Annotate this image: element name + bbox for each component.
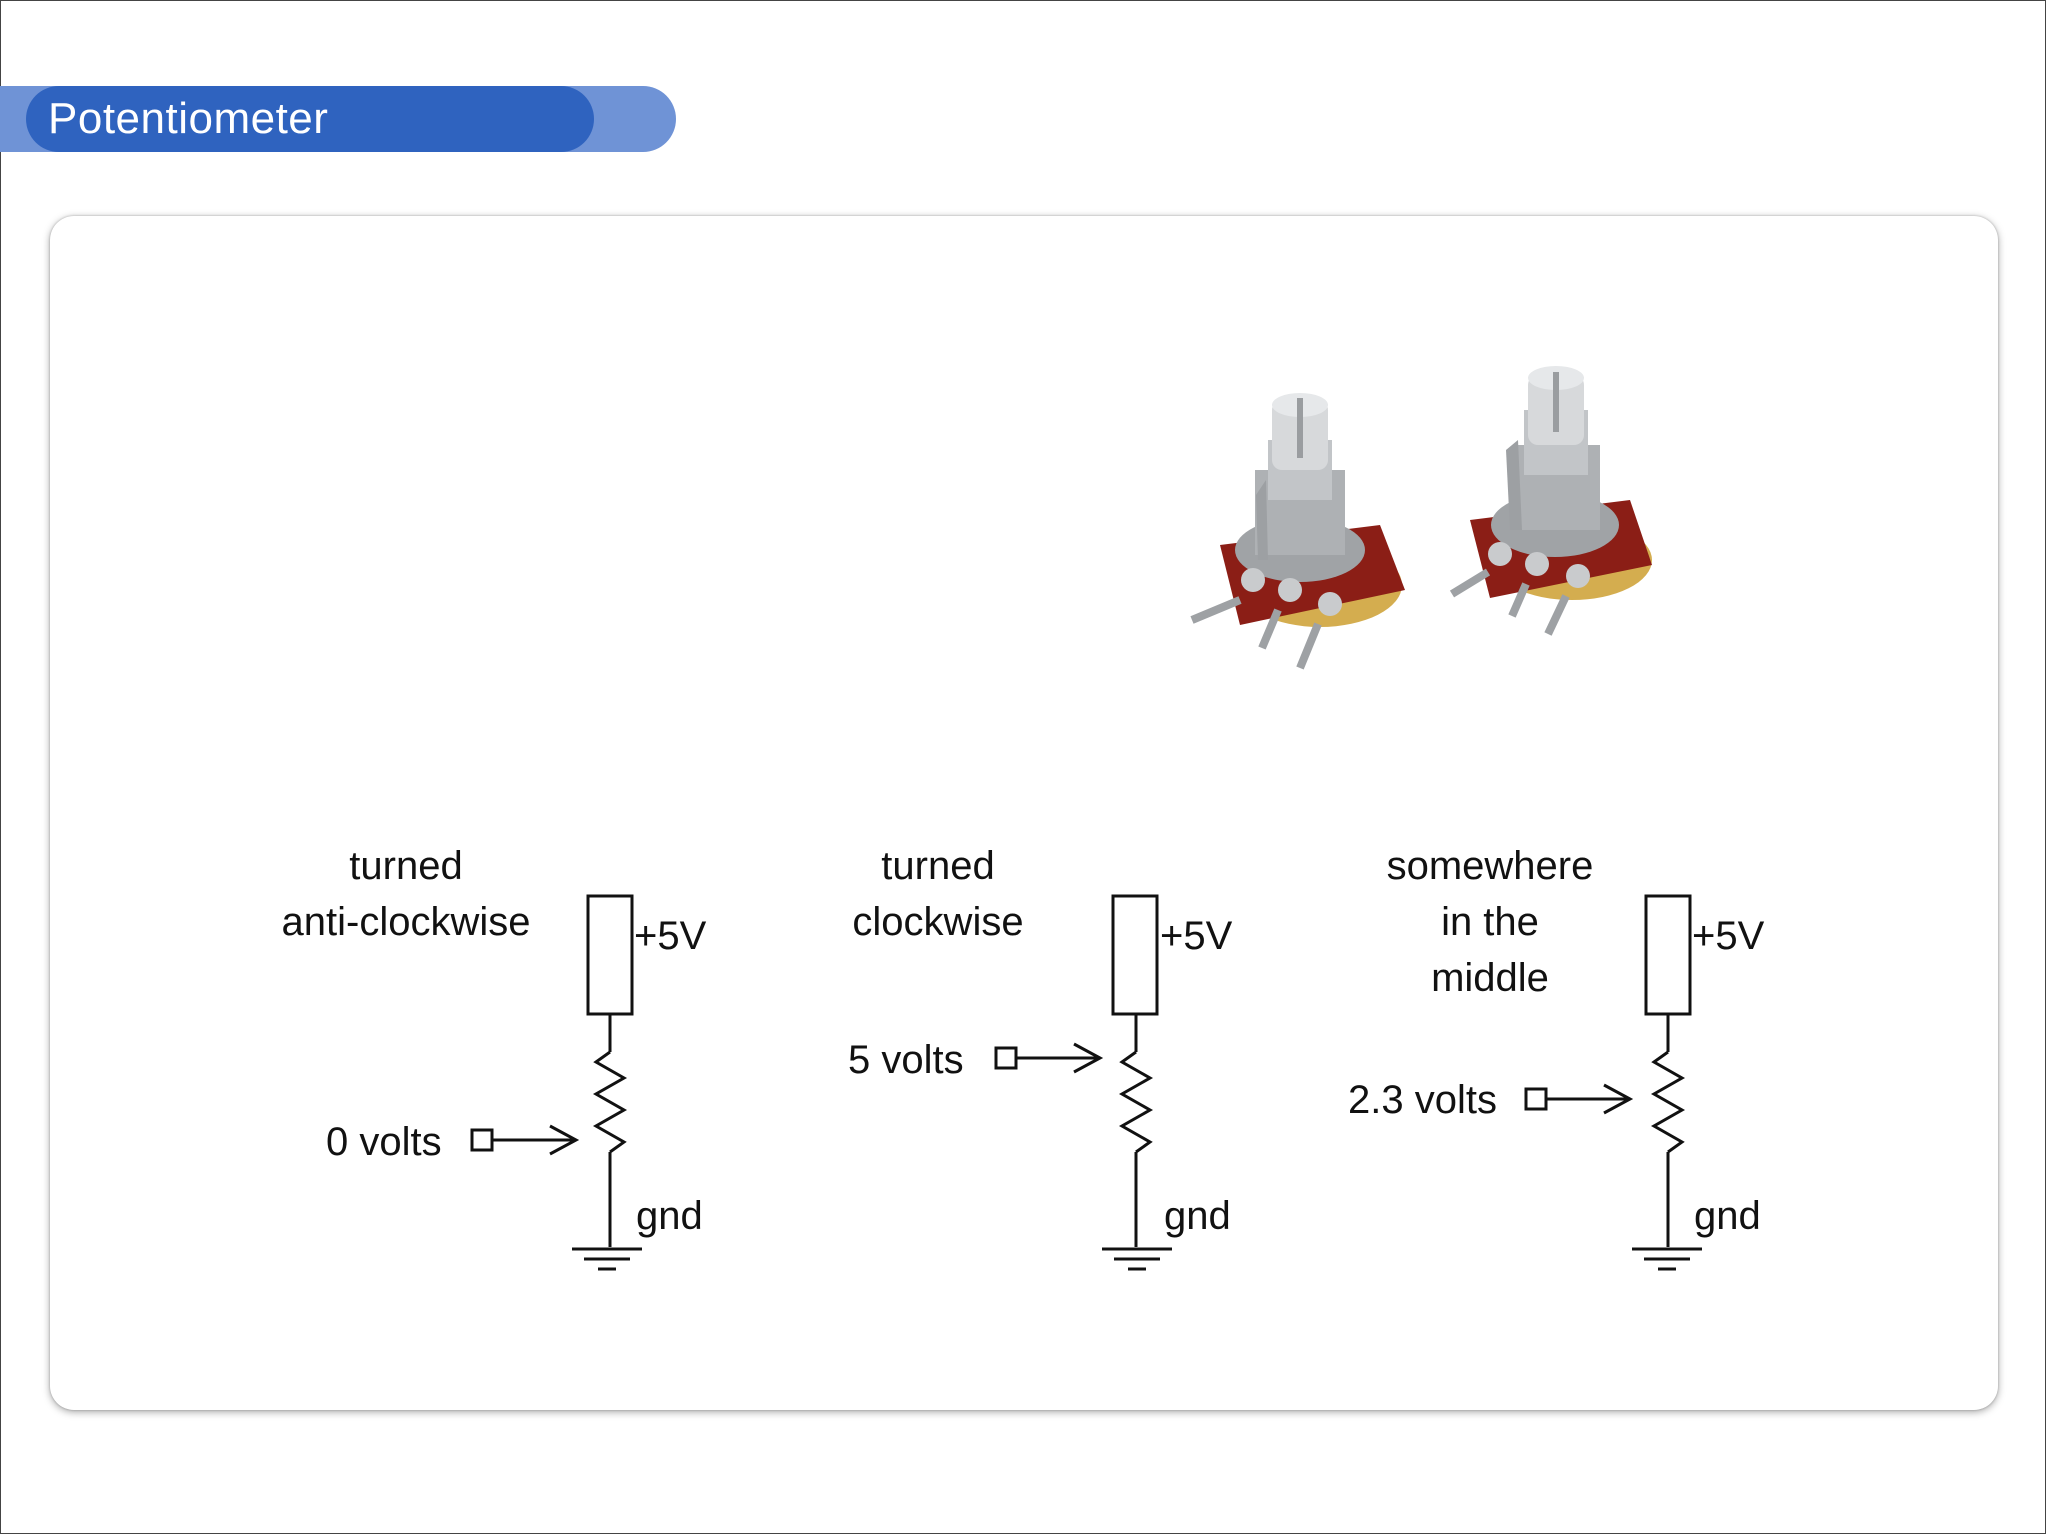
- ground-label: gnd: [1694, 1194, 1761, 1238]
- ground-label: gnd: [1164, 1194, 1231, 1238]
- supply-label: +5V: [1160, 914, 1233, 958]
- caption-line: middle: [1431, 956, 1549, 1000]
- output-voltage-label: 0 volts: [326, 1120, 442, 1164]
- potentiometer-right-icon: [1449, 366, 1652, 636]
- circuit-middle: [1524, 894, 1702, 1271]
- caption-line: turned: [881, 844, 995, 888]
- caption-line: turned: [349, 844, 463, 888]
- output-voltage-label: 2.3 volts: [1348, 1078, 1497, 1122]
- circuit-1-caption: turned anti-clockwise: [250, 838, 562, 950]
- caption-line: in the: [1441, 900, 1539, 944]
- title-bar-dark: [26, 86, 594, 152]
- circuit-clockwise: [994, 894, 1172, 1271]
- potentiometer-left-icon: [1190, 393, 1405, 670]
- slide-title: Potentiometer: [48, 94, 329, 143]
- content-panel: [50, 216, 1998, 1410]
- caption-line: somewhere: [1386, 844, 1594, 888]
- supply-label: +5V: [1692, 914, 1765, 958]
- circuit-2-caption: turned clockwise: [820, 838, 1056, 950]
- caption-line: clockwise: [852, 900, 1024, 944]
- output-voltage-label: 5 volts: [848, 1038, 964, 1082]
- supply-label: +5V: [634, 914, 707, 958]
- title-bar: Potentiometer: [0, 86, 676, 152]
- potentiometer-photo-icon: [1190, 366, 1652, 670]
- ground-label: gnd: [636, 1194, 703, 1238]
- circuit-anti-clockwise: [470, 894, 642, 1271]
- caption-line: anti-clockwise: [281, 900, 531, 944]
- circuit-3-caption: somewhere in the middle: [1360, 838, 1620, 1006]
